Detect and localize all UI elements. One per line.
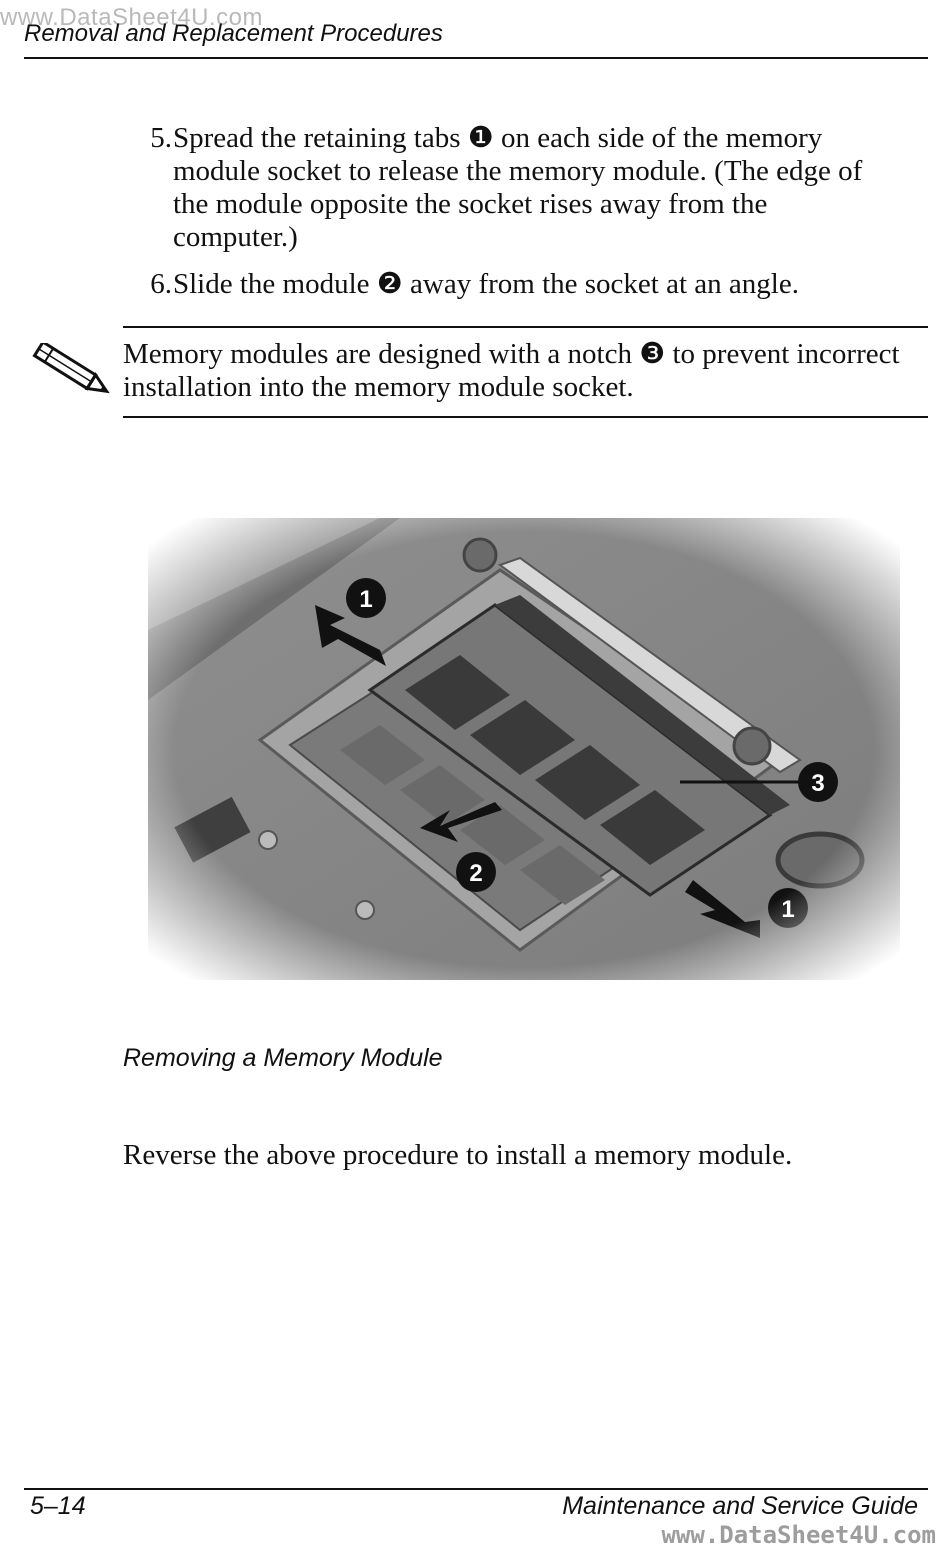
step-number: 6. (150, 268, 172, 300)
memory-module-photo: 1 1 2 3 (140, 510, 908, 988)
footer-divider (24, 1488, 928, 1490)
header-divider (24, 57, 928, 59)
watermark-bottom: www.DataSheet4U.com (661, 1521, 936, 1549)
note-text: Memory modules are designed with a notch… (123, 338, 900, 403)
step-text: Spread the retaining tabs ❶ on each side… (173, 122, 863, 253)
closing-paragraph: Reverse the above procedure to install a… (123, 1139, 793, 1171)
figure-caption: Removing a Memory Module (123, 1044, 443, 1072)
note-top-divider (123, 326, 928, 328)
watermark-top: www.DataSheet4U.com (0, 4, 263, 31)
step-6: 6. Slide the module ❷ away from the sock… (122, 268, 882, 301)
note-bottom-divider (123, 416, 928, 418)
pencil-note-icon (25, 340, 117, 395)
procedure-steps: 5. Spread the retaining tabs ❶ on each s… (122, 122, 882, 315)
page-number: 5–14 (30, 1492, 86, 1520)
step-number: 5. (150, 122, 172, 154)
step-5: 5. Spread the retaining tabs ❶ on each s… (122, 122, 882, 254)
page-header: Removal and Replacement Procedures (24, 20, 443, 47)
step-text: Slide the module ❷ away from the socket … (173, 268, 799, 300)
guide-title: Maintenance and Service Guide (562, 1492, 918, 1520)
